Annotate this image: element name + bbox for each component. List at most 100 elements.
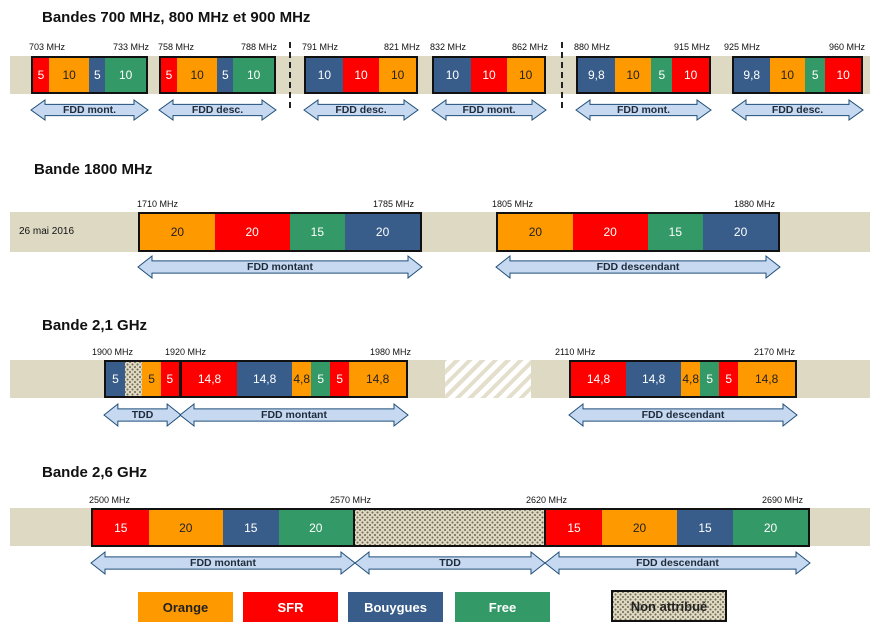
spectrum-segment: 5 bbox=[651, 58, 673, 92]
arrow-label: FDD desc. bbox=[335, 104, 387, 116]
fdd-arrow: FDD descendant bbox=[495, 254, 781, 280]
spectrum-segment: 10 bbox=[306, 58, 343, 92]
spectrum-segment: 20 bbox=[214, 214, 290, 250]
freq-label: 2690 MHz bbox=[762, 495, 804, 505]
freq-label: 788 MHz bbox=[241, 42, 278, 52]
arrow-label: FDD desc. bbox=[191, 104, 244, 116]
spectrum-segment: 14,8 bbox=[571, 362, 627, 396]
arrow-label: FDD montant bbox=[261, 409, 327, 421]
spectrum-segment: 5 bbox=[160, 362, 179, 396]
spectrum-segment: 10 bbox=[434, 58, 471, 92]
spectrum-segment: 15 bbox=[647, 214, 704, 250]
fdd-arrow: FDD desc. bbox=[303, 99, 419, 121]
spectrum-segment: 20 bbox=[602, 510, 677, 545]
spectrum-segment: 10 bbox=[614, 58, 652, 92]
spectrum-segment: 5 bbox=[142, 362, 161, 396]
spectrum-segment: 15 bbox=[546, 510, 603, 545]
double-arrow-icon bbox=[575, 99, 712, 121]
spectrum-segment: 20 bbox=[140, 214, 215, 250]
spectrum-segment: 5 bbox=[217, 58, 234, 92]
spectrum-segment bbox=[124, 362, 143, 396]
spectrum-segment: 10 bbox=[825, 58, 861, 92]
spectrum-segment: 10 bbox=[769, 58, 806, 92]
separator-800 bbox=[289, 42, 291, 108]
spectrum-segment: 10 bbox=[507, 58, 544, 92]
spectrum-segment: 5 bbox=[719, 362, 739, 396]
freq-label: 1805 MHz bbox=[492, 199, 534, 209]
spectrum-segment: 20 bbox=[703, 214, 778, 250]
spectrum-segment: 20 bbox=[498, 214, 573, 250]
legend-sfr: SFR bbox=[243, 592, 338, 622]
separator-900 bbox=[561, 42, 563, 108]
double-arrow-icon bbox=[137, 254, 423, 280]
spectrum-segment: 4,8 bbox=[292, 362, 312, 396]
double-arrow-icon bbox=[30, 99, 149, 121]
spectrum-segment: 5 bbox=[330, 362, 350, 396]
freq-label: 1710 MHz bbox=[137, 199, 179, 209]
spectrum-segment: 15 bbox=[222, 510, 279, 545]
freq-label: 733 MHz bbox=[113, 42, 150, 52]
fdd-arrow: FDD mont. bbox=[575, 99, 712, 121]
spectrum-segment: 10 bbox=[176, 58, 218, 92]
double-arrow-icon bbox=[303, 99, 419, 121]
legend-orange: Orange bbox=[138, 592, 233, 622]
fdd-arrow: FDD mont. bbox=[431, 99, 547, 121]
band21-downlink-block: 14,8 14,8 4,8 5 5 14,8 bbox=[569, 360, 797, 398]
freq-label: 791 MHz bbox=[302, 42, 339, 52]
freq-label: 925 MHz bbox=[724, 42, 761, 52]
freq-label: 1785 MHz bbox=[373, 199, 415, 209]
freq-label: 880 MHz bbox=[574, 42, 611, 52]
spectrum-segment: 5 bbox=[161, 58, 177, 92]
double-arrow-icon bbox=[158, 99, 277, 121]
double-arrow-icon bbox=[431, 99, 547, 121]
spectrum-segment bbox=[355, 510, 544, 545]
spectrum-segment: 5 bbox=[700, 362, 720, 396]
band1800-title: Bande 1800 MHz bbox=[34, 161, 153, 178]
legend-non-attribue: Non attribué bbox=[611, 590, 727, 622]
fdd-arrow: FDD montant bbox=[90, 550, 356, 576]
fdd-arrow: FDD desc. bbox=[731, 99, 864, 121]
spectrum-segment: 10 bbox=[470, 58, 508, 92]
double-arrow-icon bbox=[731, 99, 864, 121]
arrow-label: FDD montant bbox=[247, 261, 313, 273]
legend-free: Free bbox=[455, 592, 550, 622]
spectrum-segment: 15 bbox=[289, 214, 346, 250]
spectrum-segment: 5 bbox=[311, 362, 331, 396]
spectrum-segment: 14,8 bbox=[738, 362, 795, 396]
freq-label: 2620 MHz bbox=[526, 495, 568, 505]
spectrum-segment: 20 bbox=[733, 510, 808, 545]
fdd-arrow: FDD descendant bbox=[568, 402, 798, 428]
spectrum-segment: 15 bbox=[93, 510, 149, 545]
band1800-downlink-block: 20 20 15 20 bbox=[496, 212, 780, 252]
band700-block-0: 5 10 5 10 bbox=[31, 56, 148, 94]
spectrum-segment: 14,8 bbox=[237, 362, 293, 396]
fdd-arrow: FDD descendant bbox=[544, 550, 811, 576]
arrow-label: FDD descendant bbox=[596, 261, 680, 273]
fdd-arrow: FDD montant bbox=[179, 402, 409, 428]
freq-label: 2500 MHz bbox=[89, 495, 131, 505]
band21-title: Bande 2,1 GHz bbox=[42, 317, 148, 334]
spectrum-segment: 4,8 bbox=[681, 362, 701, 396]
arrow-label: FDD descendant bbox=[641, 409, 725, 421]
spectrum-segment: 14,8 bbox=[349, 362, 406, 396]
spectrum-segment: 10 bbox=[105, 58, 146, 92]
spectrum-segment: 14,8 bbox=[626, 362, 682, 396]
freq-label: 2170 MHz bbox=[754, 347, 796, 357]
band1800-uplink-block: 20 20 15 20 bbox=[138, 212, 422, 252]
spectrum-segment: 5 bbox=[106, 362, 125, 396]
freq-label: 915 MHz bbox=[674, 42, 711, 52]
arrow-label: FDD desc. bbox=[771, 104, 824, 116]
band26-title: Bande 2,6 GHz bbox=[42, 464, 148, 481]
spectrum-segment: 9,8 bbox=[578, 58, 615, 92]
freq-label: 1920 MHz bbox=[165, 347, 207, 357]
fdd-arrow: FDD montant bbox=[137, 254, 423, 280]
freq-label: 960 MHz bbox=[829, 42, 866, 52]
band26-downlink-block: 15 20 15 20 bbox=[544, 508, 810, 547]
band26-uplink-block: 15 20 15 20 bbox=[91, 508, 355, 547]
double-arrow-icon bbox=[544, 550, 811, 576]
arrow-label: FDD montant bbox=[190, 557, 256, 569]
tdd-arrow: TDD bbox=[103, 402, 182, 428]
band21-tdd-block: 5 5 5 bbox=[104, 360, 181, 398]
band700-block-4: 9,8 10 5 10 bbox=[576, 56, 711, 94]
spectrum-segment: 5 bbox=[89, 58, 106, 92]
